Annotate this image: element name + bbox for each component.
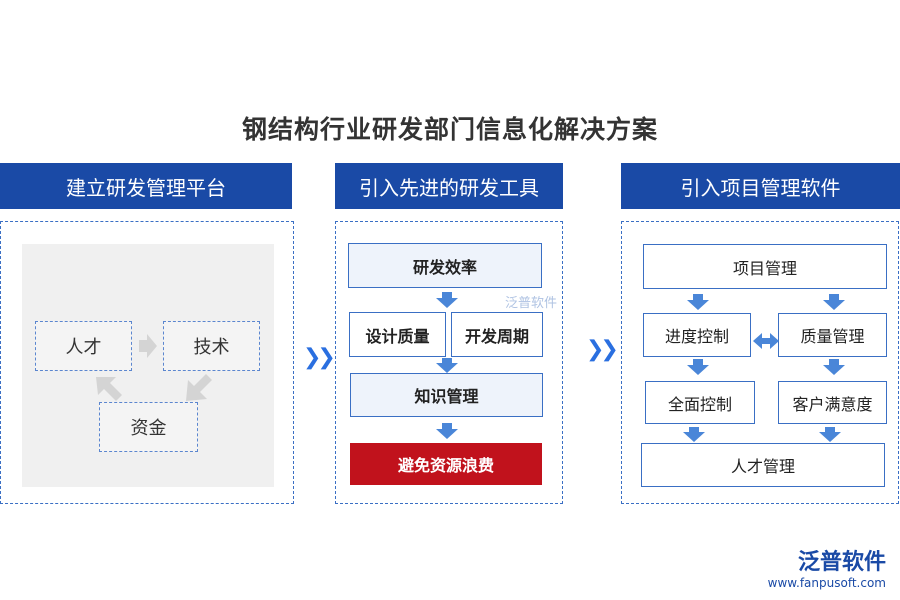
arrow-down-icon [436, 423, 458, 439]
arrow-down-icon [823, 359, 845, 375]
overall-control-box: 全面控制 [645, 381, 755, 424]
capital-box: 资金 [99, 402, 198, 452]
chevron-right-icon: ❯❯ [303, 345, 336, 370]
col2-panel [335, 221, 563, 504]
col1-arrows [96, 334, 212, 401]
project-management-box: 项目管理 [643, 244, 887, 289]
arrow-right-icon [139, 334, 157, 358]
customer-satisfaction-box: 客户满意度 [778, 381, 887, 424]
brand-url: www.fanpusoft.com [767, 576, 886, 590]
arrow-down-icon [683, 427, 705, 442]
knowledge-management-box: 知识管理 [350, 373, 543, 417]
brand-logo: 泛普软件 www.fanpusoft.com [768, 544, 886, 590]
talent-management-box: 人才管理 [641, 443, 885, 487]
arrow-down-left-icon [186, 374, 212, 401]
arrow-up-left-icon [96, 377, 122, 401]
technology-box: 技术 [163, 321, 260, 371]
col3-header: 引入项目管理软件 [621, 163, 900, 209]
talent-box: 人才 [35, 321, 132, 371]
arrow-down-icon [823, 294, 845, 310]
arrow-down-icon [687, 294, 709, 310]
col3-panel [621, 221, 899, 504]
col1-panel [0, 221, 294, 504]
design-quality-box: 设计质量 [349, 312, 446, 357]
arrow-down-icon [819, 427, 841, 442]
col1-header: 建立研发管理平台 [0, 163, 292, 209]
dev-cycle-box: 开发周期 [451, 312, 543, 357]
schedule-control-box: 进度控制 [643, 313, 751, 357]
arrow-down-icon [687, 359, 709, 375]
watermark-logo: 泛普软件 [505, 296, 558, 311]
page-title: 钢结构行业研发部门信息化解决方案 [241, 115, 658, 144]
rd-efficiency-box: 研发效率 [348, 243, 542, 288]
col3-arrows [683, 294, 845, 442]
arrow-down-icon [436, 292, 458, 308]
arrow-left-right-icon [753, 333, 779, 349]
col2-arrows [436, 292, 458, 439]
col2-header: 引入先进的研发工具 [335, 163, 563, 209]
avoid-waste-box: 避免资源浪费 [350, 443, 542, 485]
quality-management-box: 质量管理 [778, 313, 887, 357]
chevron-right-icon: ❯❯ [586, 337, 619, 362]
brand-name: 泛普软件 [797, 550, 886, 575]
arrow-down-icon [436, 358, 458, 373]
